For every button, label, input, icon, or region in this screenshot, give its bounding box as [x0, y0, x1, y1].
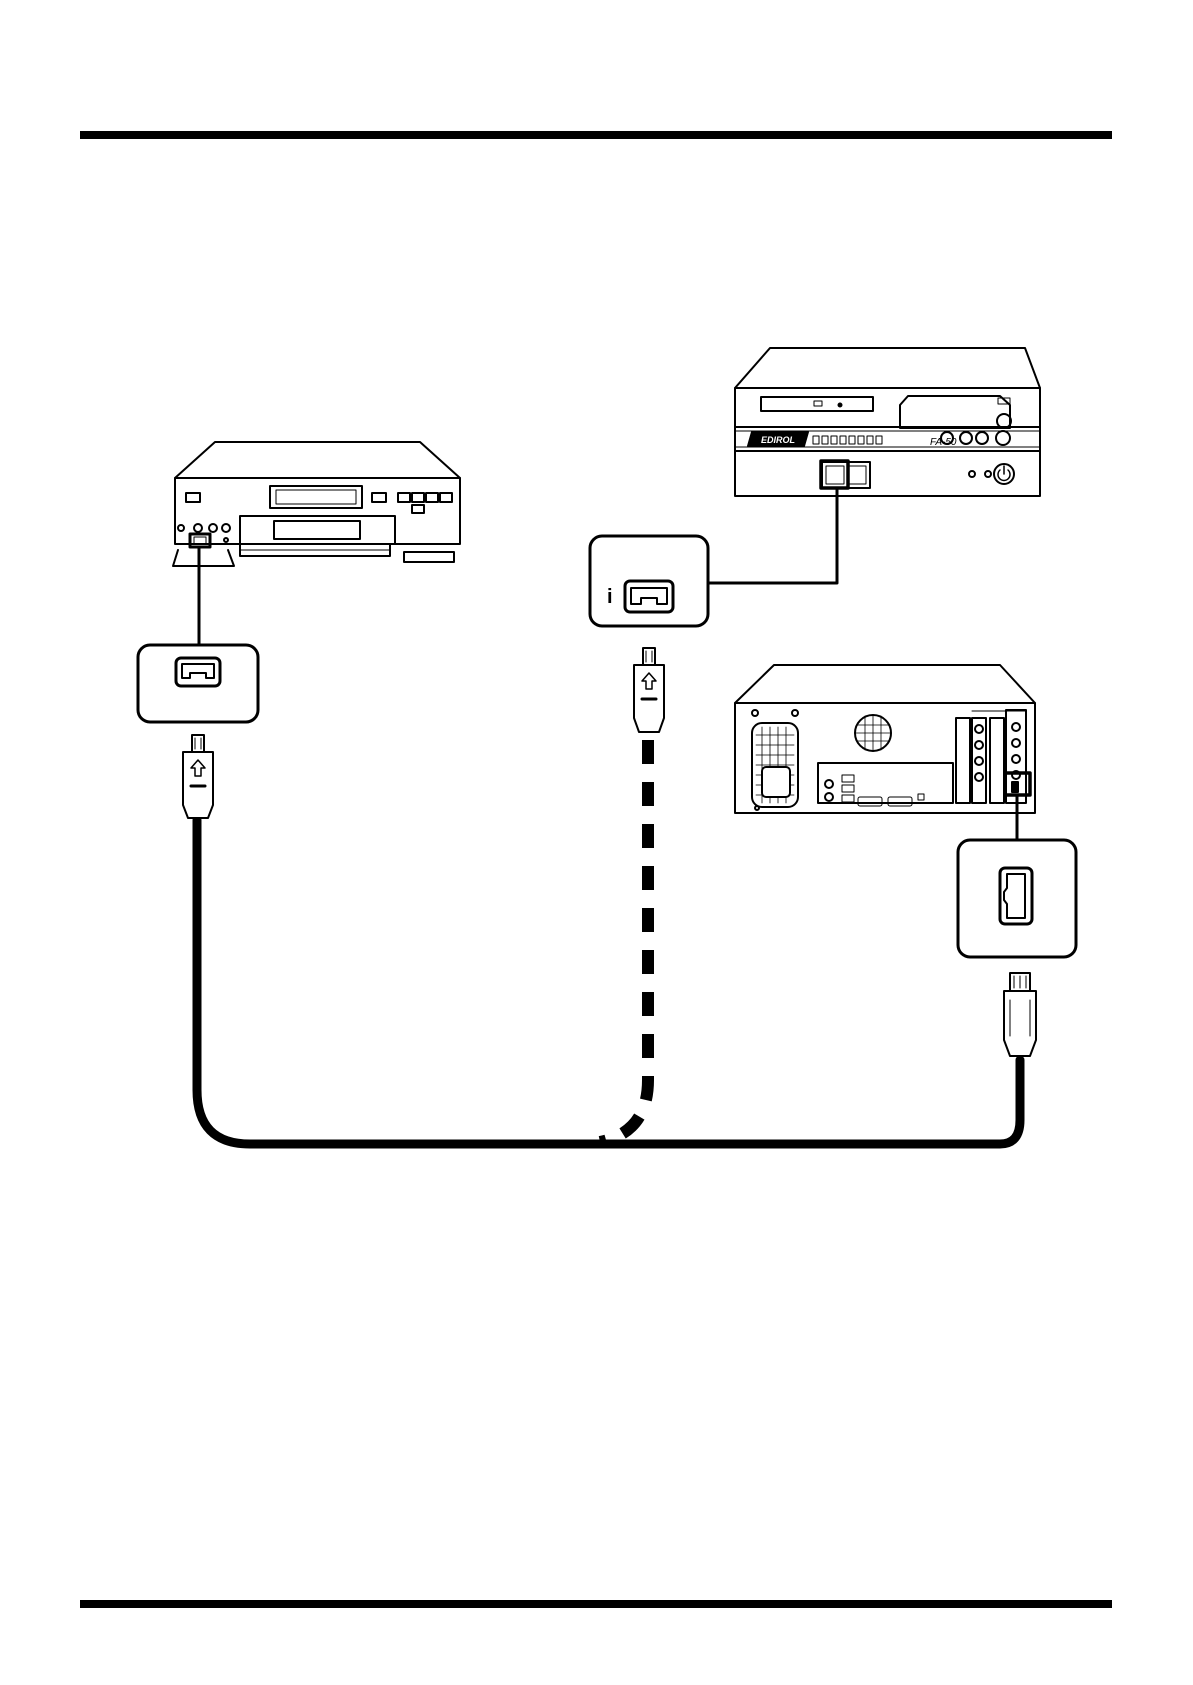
computer-port-callout — [958, 840, 1076, 957]
dv-video-deck-icon — [173, 442, 460, 566]
edirol-fa-unit-icon: EDIROL FA-50 — [735, 348, 1040, 496]
deck-port-callout — [138, 645, 258, 722]
computer-side-plug — [1004, 973, 1036, 1056]
dv-symbol-label: i — [607, 586, 613, 608]
edirol-port-callout: i — [590, 536, 708, 626]
main-cable — [197, 820, 1020, 1144]
ieee1394-4pin-port-icon — [625, 581, 673, 612]
computer-rear-panel-icon — [735, 665, 1035, 813]
edirol-logo: EDIROL — [761, 435, 795, 445]
edirol-side-plug — [634, 648, 664, 732]
ieee1394-6pin-port-icon — [1000, 868, 1032, 924]
optional-cable — [600, 740, 648, 1142]
deck-side-plug — [183, 735, 213, 818]
edirol-callout-line — [708, 490, 837, 583]
ieee1394-4pin-port-icon — [176, 658, 220, 686]
